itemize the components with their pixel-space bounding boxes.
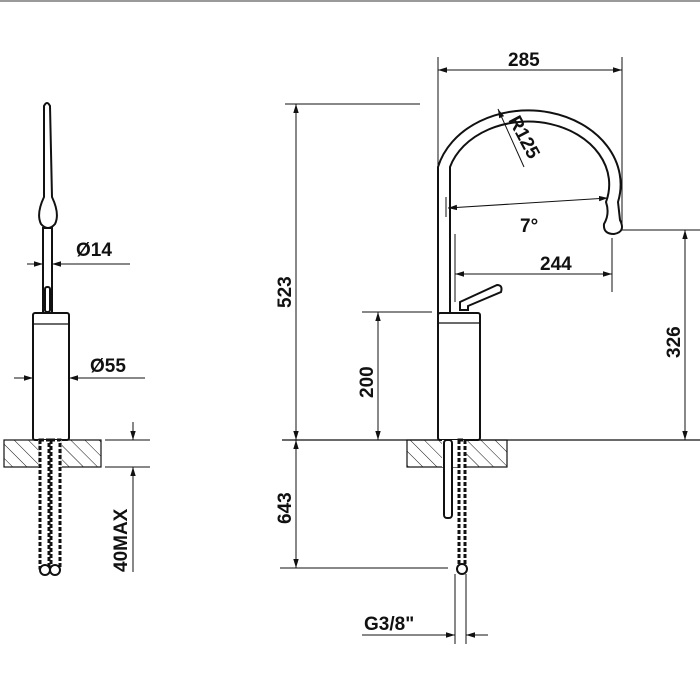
dim-outlet-height: 326: [664, 326, 685, 358]
front-body: [437, 312, 481, 441]
side-view: Ø14 Ø55 40MAX: [3, 102, 150, 576]
side-body: [32, 312, 70, 441]
dim-spout-diameter: Ø14: [76, 240, 112, 261]
side-lever: [44, 286, 51, 313]
front-lever: [459, 283, 503, 311]
dim-lever-reach: 244: [540, 254, 572, 275]
dim-total-height: 523: [275, 276, 296, 308]
dim-body-diameter: Ø55: [90, 356, 126, 377]
dim-counter-thickness: 40MAX: [111, 508, 132, 572]
front-hoses: [443, 438, 468, 575]
dim-connection: G3/8": [364, 614, 414, 635]
dim-spout-reach: 285: [508, 50, 540, 71]
front-view: 285 R125 7° 244 523 200 326 643 G3/8": [275, 50, 700, 644]
side-spout: [38, 102, 58, 229]
front-spout: [437, 109, 623, 315]
dim-body-height: 200: [357, 366, 378, 398]
dim-spout-angle: 7°: [520, 216, 538, 237]
dim-hose-length: 643: [275, 492, 296, 524]
side-hoses: [38, 438, 62, 576]
